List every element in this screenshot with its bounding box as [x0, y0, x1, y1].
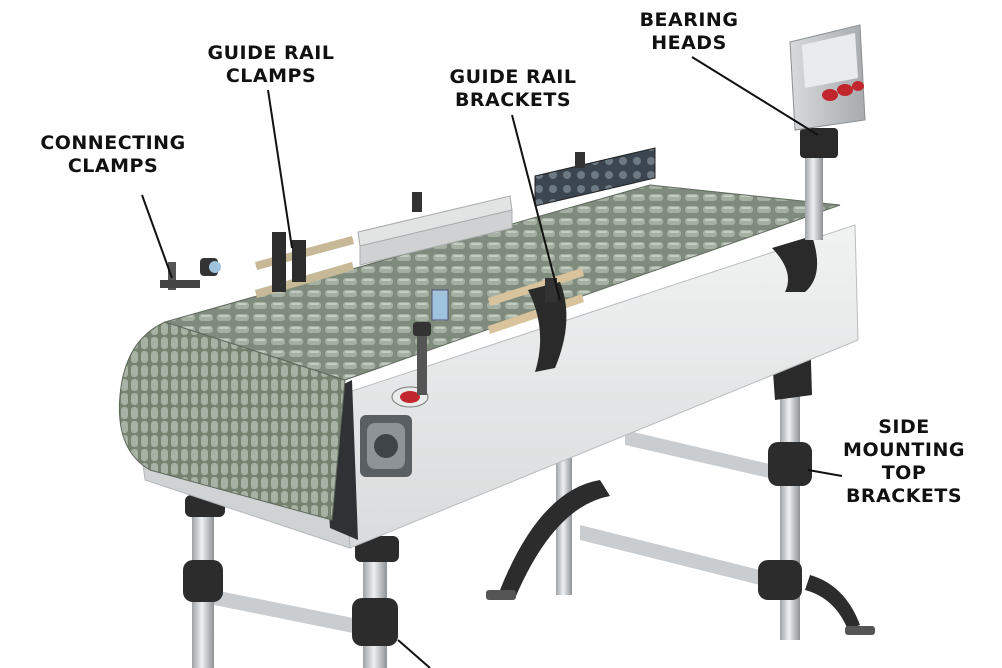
label-side-mounting-top-brackets: SIDE MOUNTING TOP BRACKETS: [843, 416, 965, 507]
conveyor-belt: [118, 184, 841, 521]
label-guide-rail-clamps: GUIDE RAIL CLAMPS: [207, 42, 335, 87]
leader-guide-rail-brackets: [511, 114, 561, 301]
leader-bearing-heads: [691, 56, 819, 136]
label-guide-rail-brackets: GUIDE RAIL BRACKETS: [449, 66, 577, 111]
leader-lines: [141, 56, 843, 668]
label-connecting-clamps: CONNECTING CLAMPS: [40, 132, 186, 177]
leader-guide-rail-clamps: [267, 89, 293, 249]
guide-rail-clamp-parts: [255, 147, 656, 298]
leader-side-mounting: [807, 469, 843, 477]
front-legs: [183, 442, 812, 668]
control-box: [789, 24, 866, 240]
guide-rail-bracket-parts: [488, 236, 818, 372]
leader-bottom: [397, 639, 431, 668]
leader-connecting-clamps: [141, 194, 173, 279]
label-bearing-heads: BEARING HEADS: [639, 9, 739, 54]
